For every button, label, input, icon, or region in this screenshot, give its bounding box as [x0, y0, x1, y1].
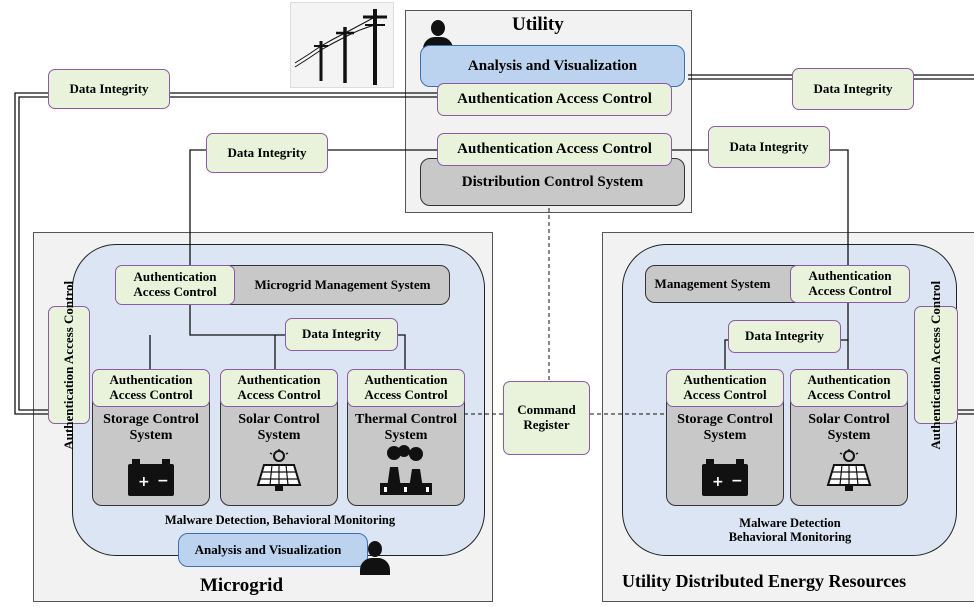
left-inner-link [189, 149, 437, 275]
left-outer-link [14, 92, 437, 415]
left-outer-link-inner [18, 96, 437, 411]
storage-control-system-label: Storage Control System [103, 412, 199, 443]
microgrid-side-auth-access-control[interactable]: Authentication Access Control [48, 281, 90, 449]
svg-text:−: − [731, 473, 743, 489]
uder-mgmt-auth-access-control[interactable]: Authentication Access Control [790, 265, 910, 303]
microgrid-side-auth-label: Authentication Access Control [60, 280, 76, 450]
thermal-auth-access-control[interactable]: Authentication Access Control [347, 369, 465, 407]
data-integrity-left-inner[interactable]: Data Integrity [206, 133, 328, 173]
data-integrity-left-outer[interactable]: Data Integrity [48, 69, 170, 109]
command-register[interactable]: Command Register [503, 381, 590, 455]
data-integrity-right-outer[interactable]: Data Integrity [792, 68, 914, 110]
microgrid-malware-detection: Malware Detection, Behavioral Monitoring [164, 513, 396, 527]
solar-auth-access-control[interactable]: Authentication Access Control [220, 369, 338, 407]
uder-title: Utility Distributed Energy Resources [622, 571, 907, 591]
utility-title: Utility [512, 14, 564, 35]
uder-storage-control-system-label: Storage Control System [677, 412, 773, 443]
power-lines-icon [294, 9, 387, 85]
battery-icon: + − [128, 459, 174, 497]
microgrid-title: Microgrid [200, 575, 284, 596]
data-integrity-right-inner[interactable]: Data Integrity [708, 126, 830, 168]
uder-side-auth-label: Authentication Access Control [927, 280, 943, 450]
microgrid-person-icon [360, 541, 390, 575]
uder-malware-detection: Malware Detection Behavioral Monitoring [728, 516, 852, 544]
solar-panel-icon [256, 449, 302, 492]
microgrid-mms-auth-access-control[interactable]: Authentication Access Control [115, 265, 235, 305]
svg-text:+: + [712, 474, 724, 490]
solar-control-system-label: Solar Control System [238, 412, 320, 443]
uder-solar-panel-icon [826, 449, 872, 492]
power-lines-image [290, 2, 394, 88]
utility-auth-access-control-top[interactable]: Authentication Access Control [437, 83, 672, 116]
utility-auth-access-control-mid[interactable]: Authentication Access Control [437, 133, 672, 166]
distribution-control-system[interactable]: Distribution Control System [420, 158, 685, 206]
thermal-plant-icon [380, 445, 432, 496]
uder-storage-auth-access-control[interactable]: Authentication Access Control [666, 369, 784, 407]
thermal-control-system-label: Thermal Control System [354, 412, 457, 443]
uder-side-auth-access-control[interactable]: Authentication Access Control [914, 281, 958, 449]
uder-battery-icon: + − [702, 459, 748, 497]
uder-data-integrity[interactable]: Data Integrity [728, 320, 841, 353]
uder-solar-control-system-label: Solar Control System [808, 412, 890, 443]
svg-text:−: − [157, 473, 169, 489]
storage-auth-access-control[interactable]: Authentication Access Control [92, 369, 210, 407]
svg-text:+: + [138, 474, 150, 490]
uder-solar-auth-access-control[interactable]: Authentication Access Control [790, 369, 908, 407]
utility-analysis-visualization[interactable]: Analysis and Visualization [420, 45, 685, 87]
microgrid-analysis-visualization[interactable]: Analysis and Visualization [178, 533, 368, 567]
microgrid-data-integrity[interactable]: Data Integrity [285, 318, 398, 351]
